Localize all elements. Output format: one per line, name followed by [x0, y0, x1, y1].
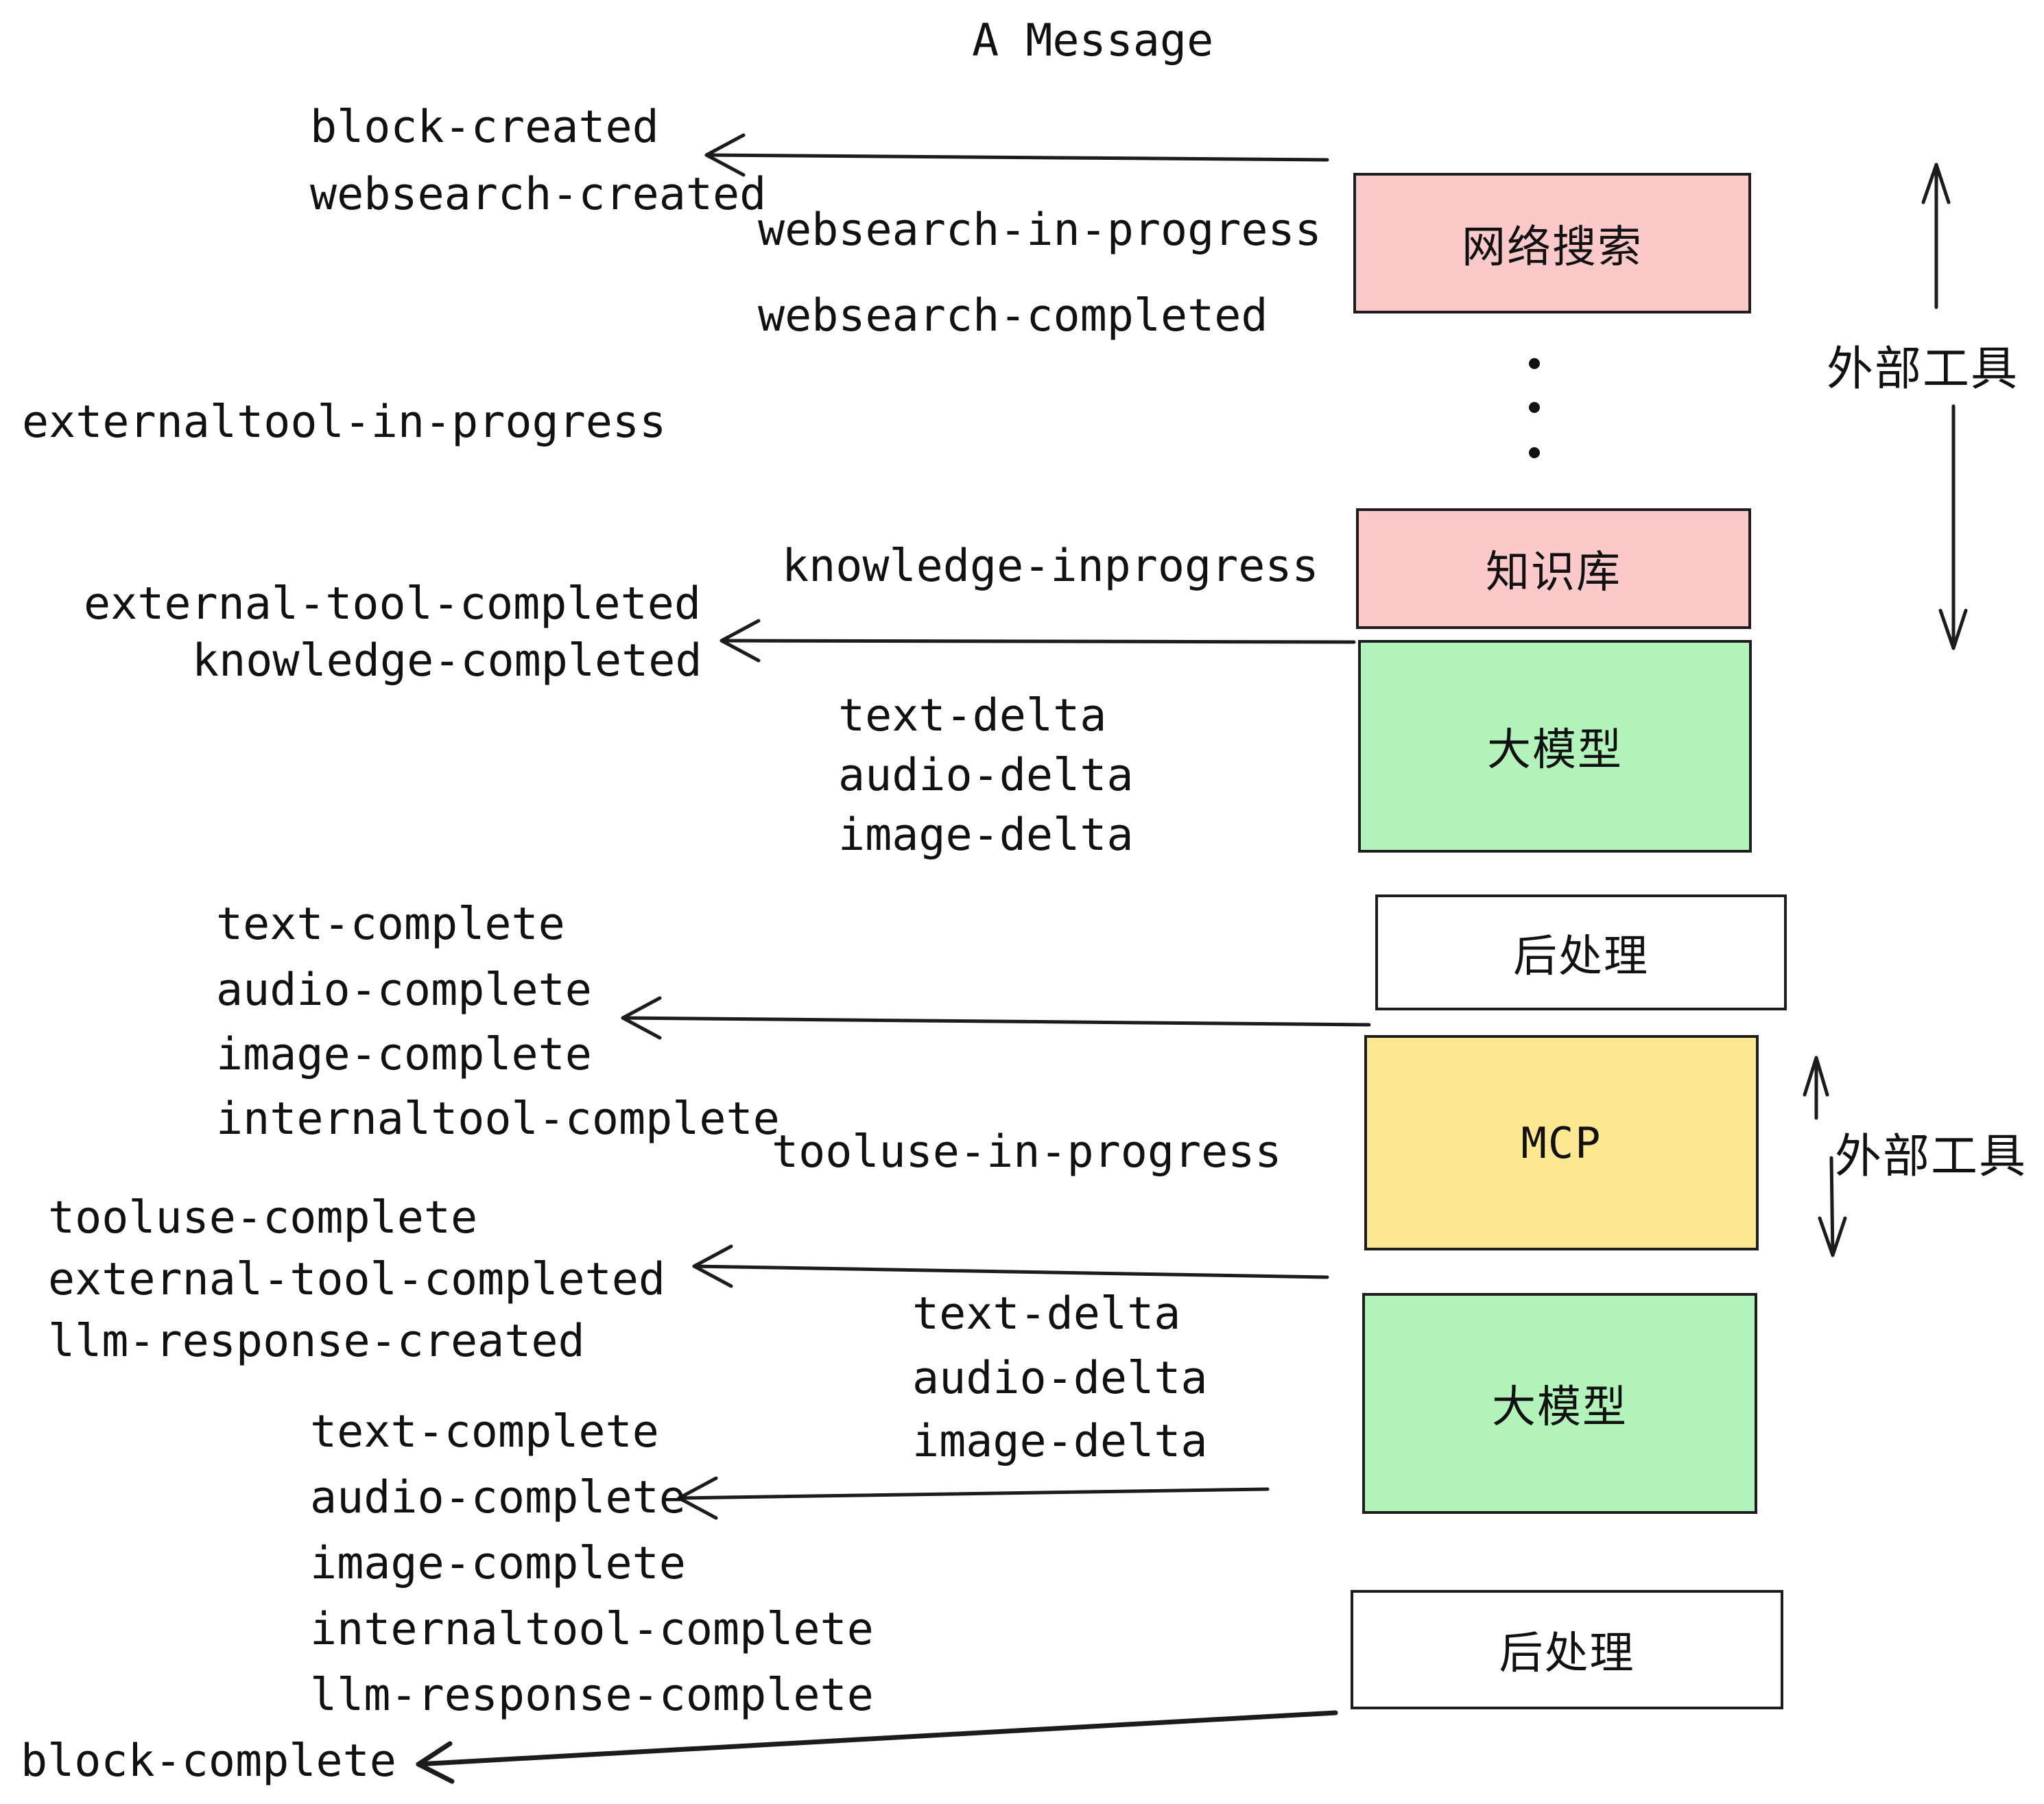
event-text-complete-top: text-complete — [216, 899, 565, 950]
llm-box-bottom: 大模型 — [1362, 1293, 1757, 1514]
llm-box-top-label: 大模型 — [1487, 725, 1623, 774]
event-internaltool-complete-top: internaltool-complete — [216, 1093, 780, 1145]
arrow-block-created — [704, 133, 1329, 177]
postprocess-box-top: 后处理 — [1375, 894, 1787, 1010]
event-text-complete-bottom: text-complete — [310, 1406, 659, 1458]
llm-box-bottom-label: 大模型 — [1492, 1382, 1628, 1432]
websearch-box-label: 网络搜索 — [1462, 222, 1643, 272]
event-externaltool-in-progress: externaltool-in-progress — [22, 396, 667, 448]
arrow-llm-complete — [677, 1476, 1270, 1520]
diagram-title: A Message — [972, 15, 1214, 67]
event-audio-complete-bottom: audio-complete — [310, 1472, 686, 1523]
event-audio-complete-top: audio-complete — [216, 964, 592, 1016]
event-image-complete-bottom: image-complete — [310, 1538, 686, 1589]
arrow-block-complete — [416, 1710, 1338, 1784]
event-image-delta-bottom: image-delta — [912, 1416, 1208, 1467]
event-internaltool-complete-bottom: internaltool-complete — [310, 1604, 874, 1655]
event-websearch-created: websearch-created — [310, 169, 767, 220]
event-image-complete-top: image-complete — [216, 1029, 592, 1080]
external-tools-label-top: 外部工具 — [1827, 343, 2019, 395]
mcp-box-label: MCP — [1521, 1117, 1602, 1168]
ellipsis-dot — [1529, 358, 1540, 369]
external-tools-mcp-up-arrow — [1803, 1056, 1829, 1120]
event-knowledge-inprogress: knowledge-inprogress — [782, 541, 1319, 592]
event-text-delta-top: text-delta — [838, 690, 1107, 741]
postprocess-box-top-label: 后处理 — [1513, 931, 1649, 981]
external-tools-top-up-arrow — [1921, 163, 1951, 309]
event-block-complete: block-complete — [21, 1735, 396, 1787]
postprocess-box-bottom-label: 后处理 — [1499, 1628, 1635, 1678]
event-block-created: block-created — [310, 102, 659, 153]
ellipsis-dot — [1529, 447, 1540, 458]
websearch-box: 网络搜索 — [1353, 173, 1751, 313]
event-external-tool-completed-top: external-tool-completed — [84, 578, 702, 630]
llm-box-top: 大模型 — [1358, 640, 1752, 853]
event-websearch-completed: websearch-completed — [758, 290, 1268, 342]
event-external-tool-completed-bottom: external-tool-completed — [48, 1254, 666, 1305]
event-tooluse-complete: tooluse-complete — [48, 1192, 478, 1244]
arrow-knowledge-completed — [720, 619, 1356, 663]
knowledge-box-label: 知识库 — [1486, 547, 1621, 597]
external-tools-top-down-arrow — [1938, 404, 1968, 650]
ellipsis-dot — [1529, 402, 1540, 413]
event-websearch-in-progress: websearch-in-progress — [758, 204, 1322, 256]
event-image-delta-top: image-delta — [838, 809, 1134, 861]
event-knowledge-completed: knowledge-completed — [192, 635, 702, 687]
postprocess-box-bottom: 后处理 — [1351, 1590, 1783, 1709]
knowledge-box: 知识库 — [1356, 508, 1751, 629]
event-text-delta-bottom: text-delta — [912, 1288, 1181, 1340]
event-audio-delta-bottom: audio-delta — [912, 1353, 1208, 1404]
external-tools-label-mcp: 外部工具 — [1835, 1130, 2028, 1183]
event-tooluse-in-progress: tooluse-in-progress — [772, 1126, 1282, 1178]
event-audio-delta-top: audio-delta — [838, 750, 1134, 801]
arrow-tooluse-complete — [692, 1244, 1329, 1288]
arrow-internal-complete — [621, 996, 1371, 1040]
event-llm-response-complete: llm-response-complete — [310, 1670, 874, 1721]
mcp-box: MCP — [1364, 1035, 1759, 1250]
event-llm-response-created: llm-response-created — [48, 1316, 585, 1367]
